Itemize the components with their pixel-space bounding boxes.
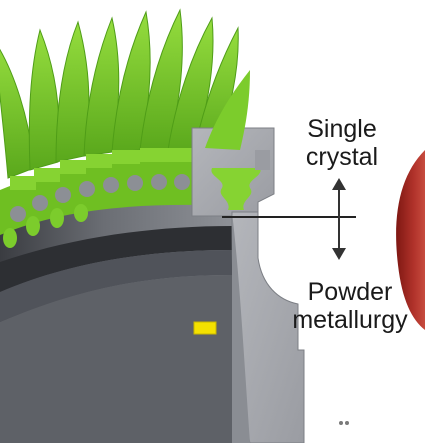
disk-rim-band: [0, 250, 232, 322]
disk-lower-shade: [0, 275, 232, 443]
single-crystal-label: Single crystal: [287, 115, 397, 171]
single-crystal-label-line2: crystal: [305, 143, 379, 171]
watermark: 航空制造人: [336, 412, 422, 434]
section-notch: [255, 150, 270, 170]
casing-shape: [396, 150, 425, 330]
sectioned-blade: [205, 70, 250, 150]
section-shadow: [232, 212, 250, 443]
wechat-icon: [336, 415, 352, 431]
single-crystal-label-line1: Single: [307, 115, 377, 143]
firtree-slots: [10, 174, 190, 222]
blade-platforms: [10, 148, 196, 190]
powder-metallurgy-label-line2: metallurgy: [292, 306, 408, 334]
watermark-text: 航空制造人: [356, 417, 411, 430]
double-headed-arrow-icon: [332, 178, 346, 260]
blades: [0, 8, 239, 179]
yellow-marker: [193, 321, 217, 335]
disk-inner-ring: [0, 226, 232, 292]
powder-metallurgy-label-line1: Powder: [307, 278, 393, 306]
powder-metallurgy-label: Powder metallurgy: [276, 278, 424, 334]
root-lower-bumps: [3, 204, 88, 248]
sectioned-firtree: [211, 168, 261, 210]
